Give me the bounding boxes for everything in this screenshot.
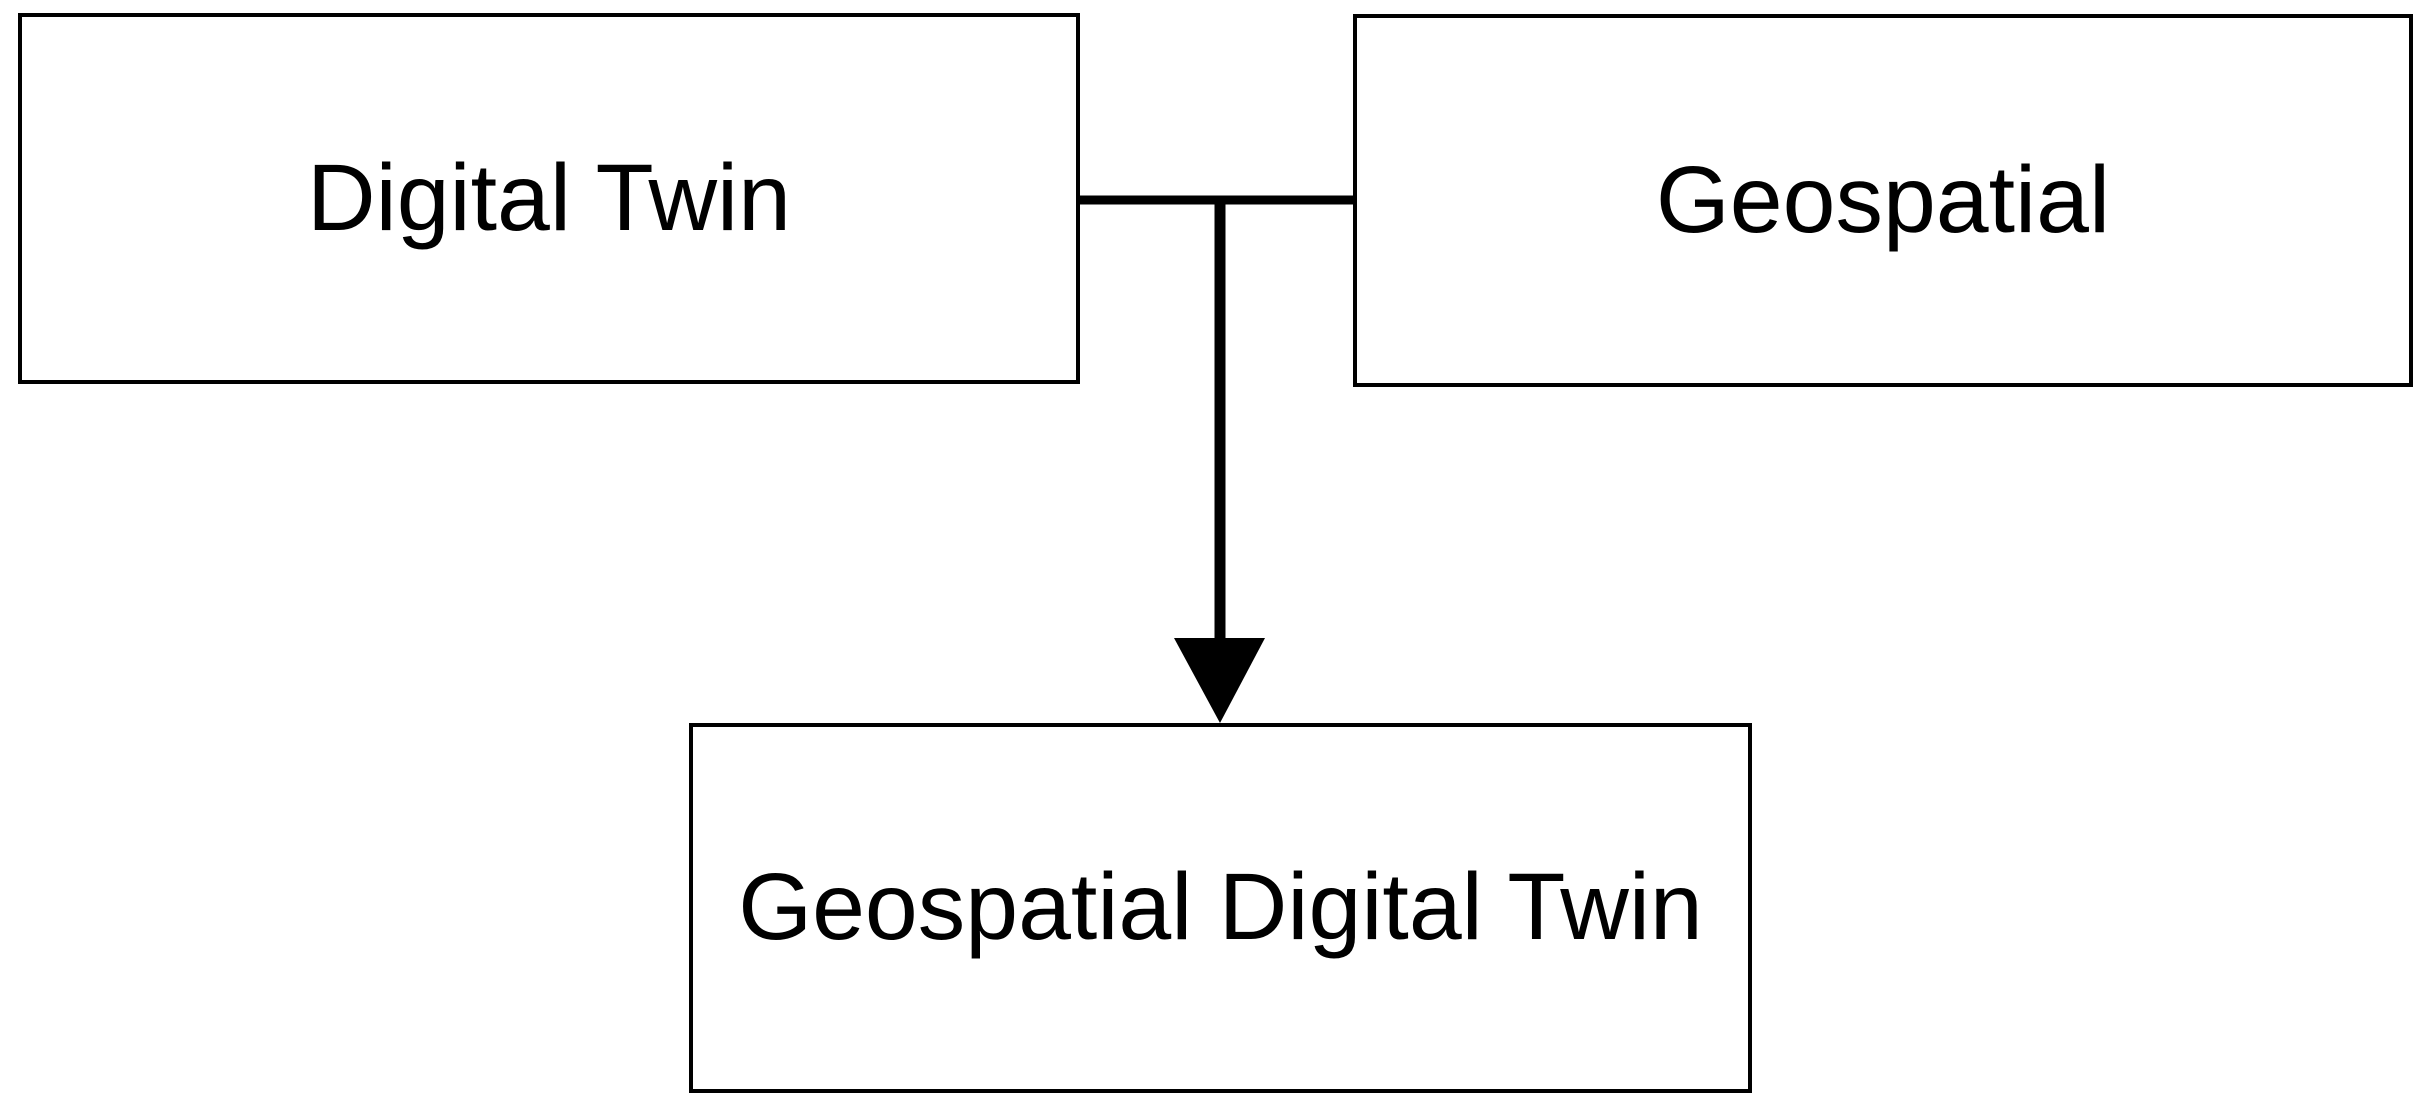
arrowhead-down-icon (1174, 638, 1265, 723)
node-geospatial[interactable]: Geospatial (1353, 14, 2413, 387)
node-digital-twin-label: Digital Twin (307, 144, 791, 251)
node-geospatial-digital-twin[interactable]: Geospatial Digital Twin (689, 723, 1752, 1093)
node-digital-twin[interactable]: Digital Twin (18, 13, 1080, 384)
node-geospatial-label: Geospatial (1655, 146, 2111, 253)
node-geospatial-digital-twin-label: Geospatial Digital Twin (738, 854, 1703, 961)
